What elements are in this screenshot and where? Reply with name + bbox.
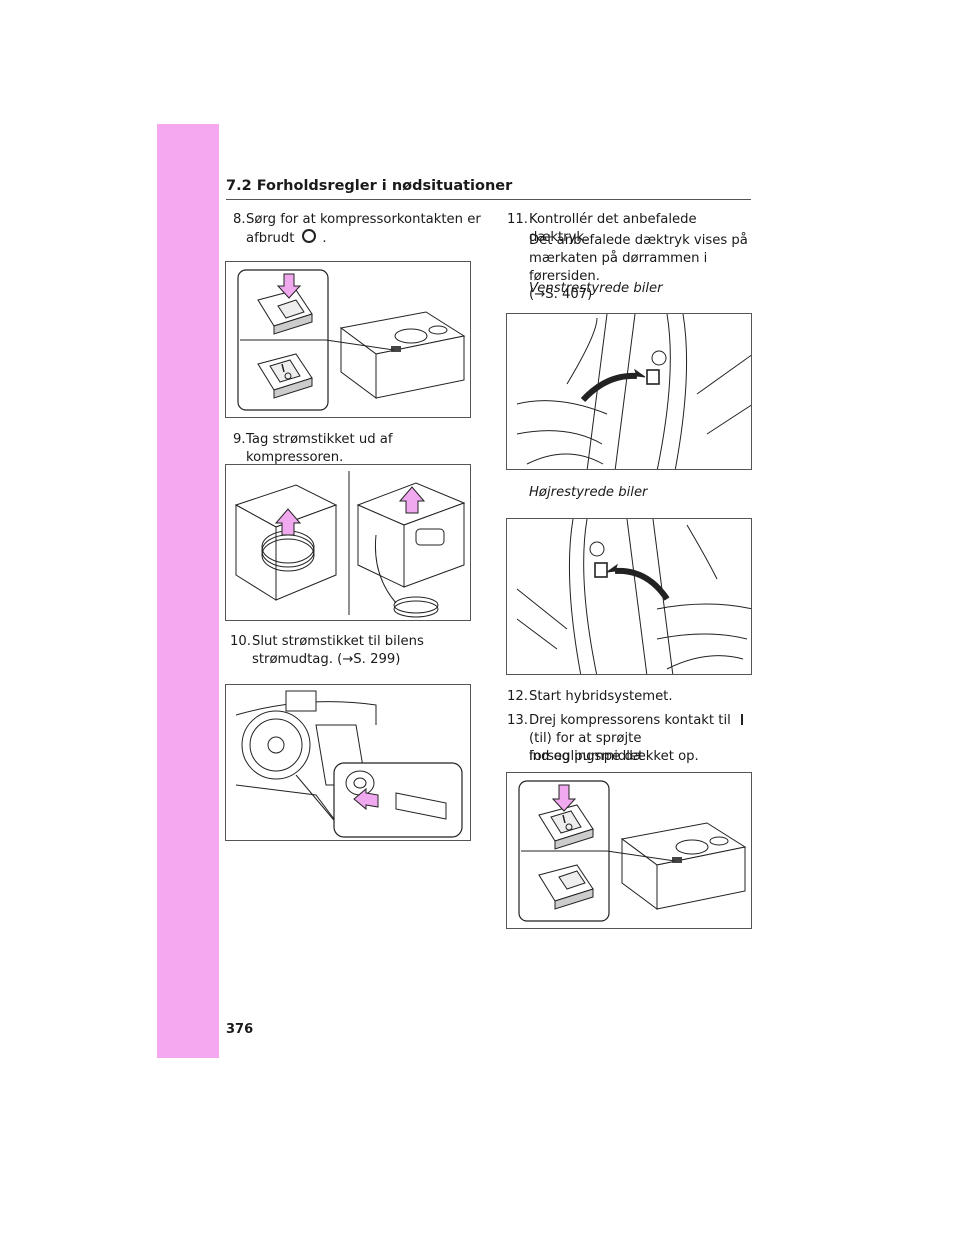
step-text: Tag strømstikket ud af kompressoren. [246, 432, 393, 465]
step-text: (til) for at sprøjte forseglingsmidlet [529, 731, 644, 764]
figure-unplug-power-cord [225, 464, 471, 621]
step-12: 12. Start hybridsystemet. [507, 688, 757, 708]
step-11-note: Det anbefalede dæktryk vises på mærkaten… [529, 233, 748, 302]
step-10: 10. Slut strømstikket til bilens strømud… [230, 633, 490, 673]
step-11: 11. Kontrollér det anbefalede dæktryk. [507, 211, 757, 245]
step-number: 10. [230, 634, 251, 649]
step-text: ind og pumpe dækket op. [529, 749, 699, 764]
step-text: Drej kompressorens kontakt til [529, 712, 743, 730]
step-number: 13. [507, 713, 528, 728]
figure-door-frame-left-hand-drive [506, 313, 752, 470]
figure-door-frame-right-hand-drive [506, 518, 752, 675]
page-number: 376 [226, 1022, 254, 1037]
step-text: strømudtag. (→S. 299) [252, 652, 401, 667]
section-title: 7.2 Forholdsregler i nødsituationer [226, 178, 513, 194]
step-number: 9. [233, 432, 246, 447]
step-number: 12. [507, 689, 528, 704]
figure-compressor-switch-on [506, 772, 752, 929]
step-number: 8. [233, 212, 246, 227]
figure-power-outlet [225, 684, 471, 841]
step-9: 9. Tag strømstikket ud af kompressoren. [230, 431, 490, 465]
header-rule [226, 199, 751, 200]
switch-off-symbol-icon [302, 229, 317, 243]
switch-on-symbol-icon [740, 714, 743, 725]
step-text: Kontrollér det anbefalede dæktryk. [529, 212, 697, 245]
step-text: afbrudt. [246, 229, 327, 246]
step-text: Slut strømstikket til bilens [252, 634, 424, 649]
step-text: Sørg for at kompressorkontakten er [246, 212, 481, 227]
figure-compressor-switch-off [225, 261, 471, 418]
chapter-sidebar-tab [157, 124, 219, 1058]
step-8: 8. Sørg for at kompressorkontakten er af… [230, 211, 490, 251]
caption-left-hand-drive: Venstrestyrede biler [529, 281, 663, 296]
step-number: 11. [507, 212, 528, 227]
step-text: Start hybridsystemet. [529, 689, 673, 704]
step-13: 13. Drej kompressorens kontakt til (til)… [507, 712, 757, 768]
caption-right-hand-drive: Højrestyrede biler [529, 485, 648, 500]
